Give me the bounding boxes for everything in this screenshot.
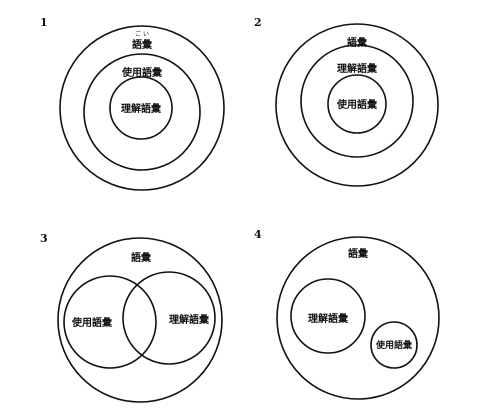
diagram-1-number: 1 — [40, 16, 48, 29]
diagram-4: 4 語彙 理解語彙 使用語彙 — [254, 228, 440, 400]
diagram-4-outer-circle — [276, 236, 440, 400]
diagram-3: 3 語彙 使用語彙 理解語彙 — [40, 232, 223, 403]
diagram-4-outer-label: 語彙 — [348, 247, 369, 260]
diagram-4-large-circle — [290, 278, 366, 354]
diagram-1: 1 ご い 語彙 使用語彙 理解語彙 — [40, 16, 225, 191]
diagram-3-left-label: 使用語彙 — [71, 316, 113, 329]
diagram-1-middle-label: 使用語彙 — [121, 66, 163, 79]
diagram-4-small-circle — [370, 321, 418, 369]
diagram-3-outer-circle — [57, 237, 223, 403]
diagram-3-outer-label: 語彙 — [131, 251, 152, 264]
diagram-3-right-label: 理解語彙 — [169, 313, 210, 326]
diagram-3-number: 3 — [40, 232, 48, 245]
diagram-3-left-circle — [63, 275, 157, 369]
diagram-4-large-label: 理解語彙 — [308, 312, 349, 325]
diagram-1-inner-label: 理解語彙 — [121, 102, 162, 115]
diagram-1-inner-circle — [109, 76, 173, 140]
diagram-4-number: 4 — [254, 228, 262, 241]
diagram-2-outer-label: 語彙 — [347, 36, 368, 49]
diagram-2-inner-label: 使用語彙 — [336, 98, 378, 111]
diagram-3-right-circle — [122, 271, 216, 365]
diagram-2-outer-circle — [275, 23, 439, 187]
diagram-2-number: 2 — [254, 16, 262, 29]
diagram-1-middle-circle — [83, 53, 201, 171]
diagram-1-outer-circle — [59, 25, 225, 191]
diagram-1-outer-ruby: ご い — [135, 30, 149, 38]
diagram-2: 2 語彙 理解語彙 使用語彙 — [254, 16, 439, 187]
diagram-1-outer-label: 語彙 — [132, 38, 153, 51]
diagram-2-middle-label: 理解語彙 — [337, 62, 378, 75]
diagram-4-small-label: 使用語彙 — [375, 339, 413, 351]
diagram-2-inner-circle — [327, 74, 387, 134]
diagram-2-middle-circle — [300, 44, 414, 158]
